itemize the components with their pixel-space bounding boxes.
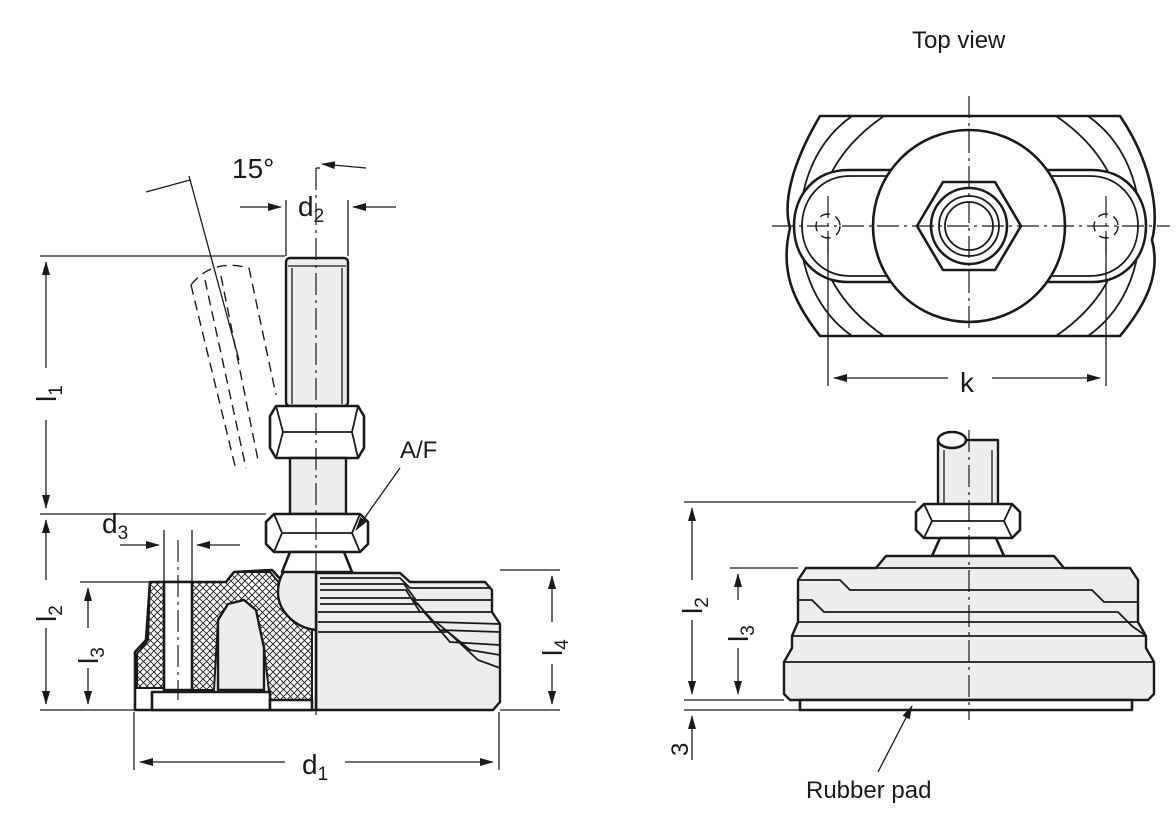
threaded-stud <box>284 256 350 408</box>
af-label: A/F <box>400 437 437 464</box>
l1-label: l1 <box>31 385 67 402</box>
l3-left-label: l3 <box>73 647 109 664</box>
front-stud <box>936 438 1000 510</box>
rubber-pad <box>798 698 1134 712</box>
tilted-stud-ghost <box>145 175 277 471</box>
top-view-title: Top view <box>912 27 1006 54</box>
k-label: k <box>960 367 975 398</box>
top-view <box>772 96 1170 386</box>
angle-label: 15° <box>232 153 274 184</box>
rubber-pad-label: Rubber pad <box>806 777 931 804</box>
d1-label: d1 <box>302 749 328 785</box>
l3-right-label: l3 <box>723 625 759 642</box>
l2-right-label: l2 <box>677 597 713 614</box>
three-label: 3 <box>667 743 694 756</box>
d2-label: d2 <box>298 191 324 227</box>
l2-left-label: l2 <box>31 605 67 622</box>
l4-label: l4 <box>537 639 573 656</box>
front-view <box>684 430 1156 773</box>
side-view <box>40 161 560 770</box>
front-base-body <box>782 554 1156 702</box>
d3-label: d3 <box>102 508 128 544</box>
